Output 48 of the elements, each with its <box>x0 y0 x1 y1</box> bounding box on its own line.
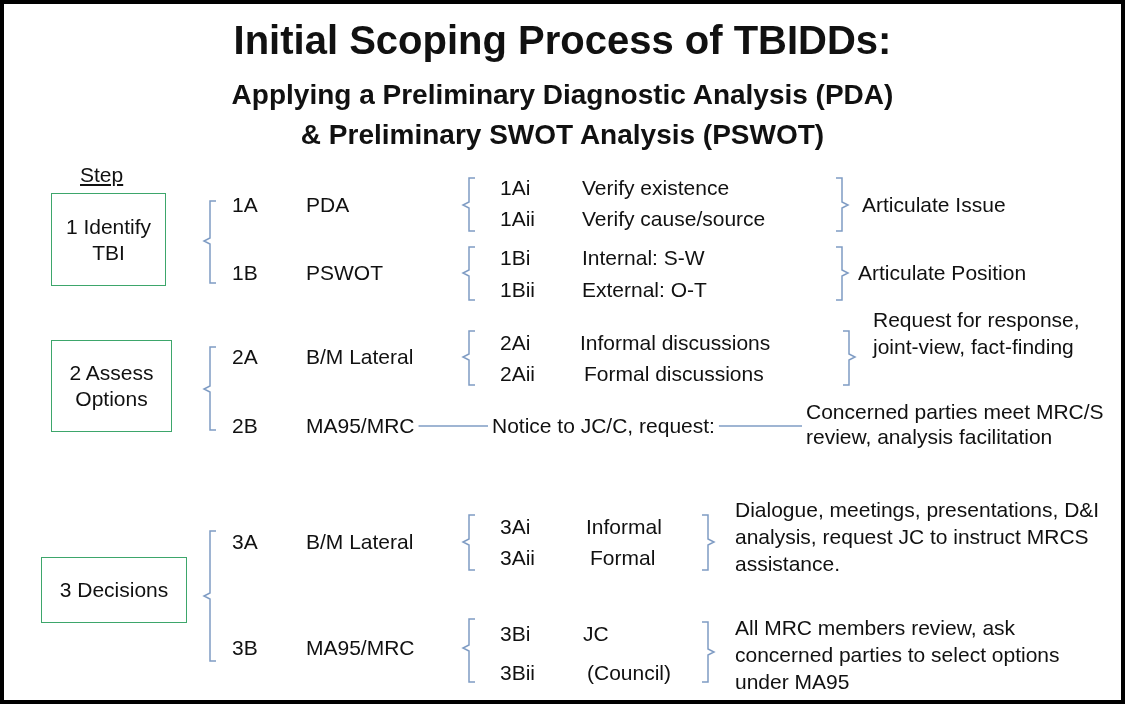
step-box: 1 Identify TBI <box>51 193 166 286</box>
outcome-text: All MRC members review, ask concerned parties to select options under MA95 <box>735 614 1061 695</box>
subtitle: & Preliminary SWOT Analysis (PSWOT) <box>300 118 825 152</box>
step-text: B/M Lateral <box>306 344 414 370</box>
step-code: 2A <box>232 344 258 370</box>
step-code: 3Bi <box>500 621 531 647</box>
step-code: 2Aii <box>500 361 536 387</box>
step-text: PSWOT <box>306 260 383 286</box>
title: Initial Scoping Process of TBIDDs: <box>233 18 892 63</box>
outcome-text: Request for response, joint-view, fact-finding <box>873 306 1081 360</box>
column-heading: Step <box>80 162 124 188</box>
step-code: 2Ai <box>500 330 531 356</box>
outcome-text: Articulate Position <box>858 260 1027 286</box>
step-text: Concerned parties meet MRC/S review, analysis facilitation <box>802 399 1117 449</box>
step-box: 2 Assess Options <box>51 340 172 432</box>
step-text: Formal discussions <box>584 361 764 387</box>
step-text: MA95/MRC <box>306 635 415 661</box>
step-text: Informal <box>586 514 662 540</box>
step-code: 1B <box>232 260 258 286</box>
step-code: 1A <box>232 192 258 218</box>
step-code: 1Bi <box>500 245 531 271</box>
step-code: 3B <box>232 635 258 661</box>
step-text: Internal: S-W <box>582 245 705 271</box>
step-code: 3Ai <box>500 514 531 540</box>
step-text: PDA <box>306 192 350 218</box>
step-text: MA95/MRC <box>302 413 419 439</box>
step-code: 3Bii <box>500 660 536 686</box>
step-text: Notice to JC/C, request: <box>488 413 719 439</box>
step-code: 1Bii <box>500 277 536 303</box>
step-code: 1Aii <box>500 206 536 232</box>
subtitle: Applying a Preliminary Diagnostic Analysis (PDA) <box>231 78 894 112</box>
step-code: 2B <box>232 413 258 439</box>
step-text: Verify cause/source <box>582 206 766 232</box>
connector-line <box>718 425 803 427</box>
outcome-text: Dialogue, meetings, presentations, D&I analysis, request JC to instruct MRCS assistance. <box>735 497 1101 577</box>
step-text: (Council) <box>587 660 672 686</box>
connector-line <box>417 425 489 427</box>
step-text: External: O-T <box>582 277 707 303</box>
step-text: Formal <box>590 545 656 571</box>
step-text: Verify existence <box>582 175 730 201</box>
outcome-text: Articulate Issue <box>862 192 1006 218</box>
step-code: 1Ai <box>500 175 531 201</box>
step-text: JC <box>583 621 609 647</box>
step-text: B/M Lateral <box>306 529 414 555</box>
step-box: 3 Decisions <box>41 557 187 623</box>
step-code: 3A <box>232 529 258 555</box>
step-code: 3Aii <box>500 545 536 571</box>
step-text: Informal discussions <box>580 330 771 356</box>
